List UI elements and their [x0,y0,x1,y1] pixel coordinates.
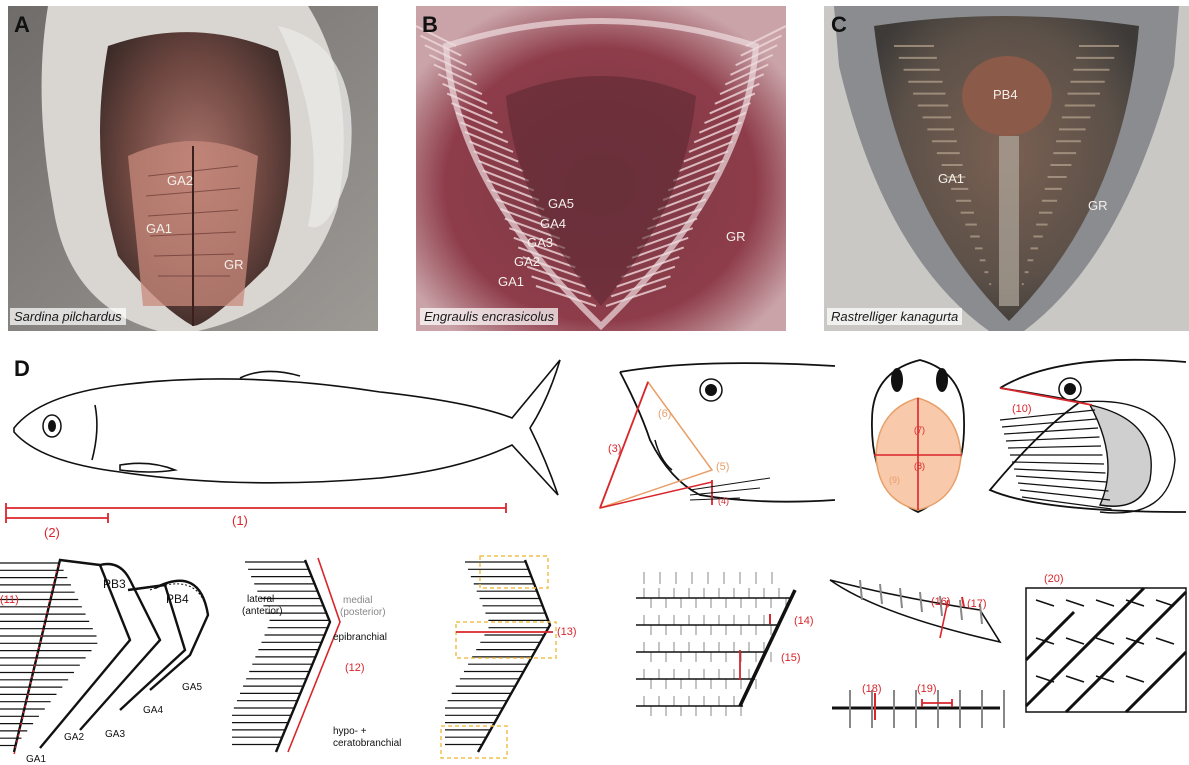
panel-letter-a: A [14,12,30,38]
label-ga2-b: GA2 [514,254,540,269]
panel-letter-c: C [831,12,847,38]
mackerel-mouth-photo [824,6,1189,331]
diagonal-pattern-diagram [1026,588,1186,712]
label-ga3-b: GA3 [527,235,553,250]
label-epibranchial: epibranchial [333,632,387,643]
arch-sampling-diagram [441,556,556,758]
label-ga1: GA1 [26,754,46,765]
label-m6: (6) [658,408,671,420]
label-ga4: GA4 [143,705,163,716]
head-front-diagram [872,360,964,512]
head-side-diagram [600,363,835,508]
head-open-mouth-diagram [990,360,1186,513]
label-m16: (16) [931,596,951,608]
label-m12: (12) [345,662,365,674]
label-m15: (15) [781,652,801,664]
label-pb4: PB4 [166,592,189,606]
label-m1: (1) [232,513,248,528]
label-m10: (10) [1012,403,1032,415]
single-arch-diagram [232,558,340,752]
label-pb4-c: PB4 [993,87,1018,102]
label-ga2: GA2 [64,732,84,743]
label-lateral: lateral [247,594,274,605]
measurement-diagrams: (1) (2) (3) (4) (5) (6) (7) (8) (9) [0,340,1189,765]
label-pb3: PB3 [103,577,126,591]
label-ga1-c: GA1 [938,171,964,186]
anchovy-mouth-photo [416,6,786,331]
label-m11: (11) [0,594,19,606]
species-c: Rastrelliger kanagurta [827,308,962,325]
label-medial: medial [343,595,372,606]
label-ga3: GA3 [105,729,125,740]
label-m20: (20) [1044,573,1064,585]
label-ga1-a: GA1 [146,221,172,236]
photo-panel-a [8,6,378,331]
label-ga5-b: GA5 [548,196,574,211]
label-m19: (19) [917,683,937,695]
label-ga2-a: GA2 [167,173,193,188]
species-b: Engraulis encrasicolus [420,308,558,325]
label-m8: (8) [914,461,925,471]
raker-tip-diagram [830,580,1000,642]
sardine-mouth-photo [8,6,378,331]
photo-panel-c [824,6,1189,331]
label-posterior: (posterior) [340,607,386,618]
label-m2: (2) [44,525,60,540]
label-m18: (18) [862,683,882,695]
label-gr-c: GR [1088,198,1108,213]
raker-grid-diagram [636,572,795,716]
label-m14: (14) [794,615,814,627]
photo-panel-b [416,6,786,331]
label-ga4-b: GA4 [540,216,566,231]
species-a: Sardina pilchardus [10,308,126,325]
label-m3: (3) [608,443,621,455]
measure-lines-1-2 [6,503,506,523]
label-m9: (9) [889,475,900,485]
label-m7: (7) [914,425,925,435]
label-m5: (5) [716,461,729,473]
label-m13: (13) [557,626,577,638]
label-ga5: GA5 [182,682,202,693]
label-gr-a: GR [224,257,244,272]
label-m4: (4) [718,496,729,506]
label-anterior: (anterior) [242,606,283,617]
label-m17: (17) [967,598,987,610]
label-cerato: ceratobranchial [333,738,401,749]
label-gr-b: GR [726,229,746,244]
label-hypo: hypo- + [333,726,367,737]
fish-outline [14,360,560,495]
raker-row-diagram [832,690,1004,728]
panel-letter-b: B [422,12,438,38]
label-ga1-b: GA1 [498,274,524,289]
